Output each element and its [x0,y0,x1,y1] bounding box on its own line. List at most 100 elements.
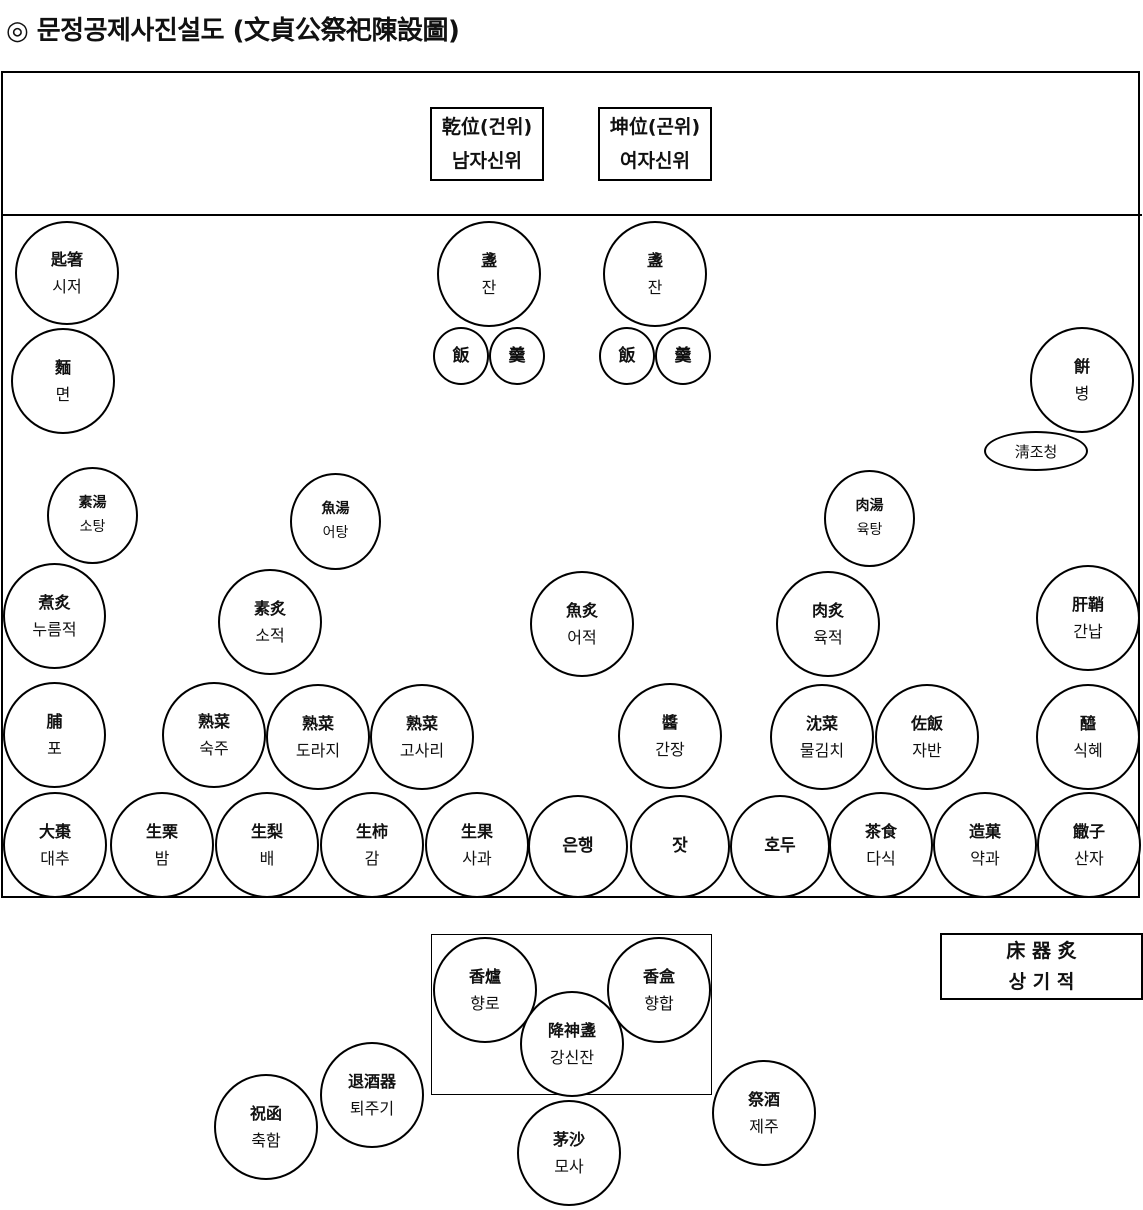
sotang-circle: 素湯 소탕 [47,467,138,564]
doraji-circle: 熟菜 도라지 [266,684,370,790]
gam-circle: 生柿 감 [320,792,424,898]
bae-korean: 배 [259,849,275,868]
sangjeokgi-hanja: 床 器 炙 [1006,940,1077,963]
ganjang-hanja: 醬 [661,712,678,732]
ban-hanja-2: 飯 [618,345,636,366]
po-korean: 포 [47,739,62,758]
sojeok-circle: 素炙 소적 [218,569,322,675]
gaeng-hanja-2: 羹 [674,345,692,366]
ban-circle-2: 飯 [599,327,655,385]
jan-korean-2: 잔 [647,278,663,297]
ganjang-korean: 간장 [655,740,685,759]
mosa-hanja: 茅沙 [552,1129,585,1149]
dasik-circle: 茶食 다식 [829,792,933,898]
ban-circle-1: 飯 [433,327,489,385]
gosari-circle: 熟菜 고사리 [370,684,474,790]
gosari-korean: 고사리 [399,741,445,760]
eunhaeng-korean: 은행 [562,836,594,857]
offering-table-outline [1,71,1140,898]
tablet-male-korean: 남자신위 [452,150,522,172]
daechu-korean: 대추 [40,849,70,868]
gam-korean: 감 [364,849,380,868]
yuktang-korean: 육탕 [856,521,883,538]
ganjang-circle: 醬 간장 [618,683,722,789]
sagwa-hanja: 生果 [460,821,493,841]
sukju-circle: 熟菜 숙주 [162,682,266,788]
mulkimchi-hanja: 沈菜 [805,713,838,733]
jan-korean-1: 잔 [481,278,497,297]
po-circle: 脯 포 [3,682,106,788]
gosari-hanja: 熟菜 [405,713,438,733]
mosa-circle: 茅沙 모사 [517,1100,621,1206]
jocheong-ellipse: 淸조청 [984,431,1088,471]
sojeok-hanja: 素炙 [253,598,286,618]
yakgwa-korean: 약과 [970,849,1000,868]
tablet-area-divider [1,214,1142,216]
sagwa-circle: 生果 사과 [425,792,529,898]
hodu-circle: 호두 [730,795,830,898]
yukjeok-circle: 肉炙 육적 [776,571,880,677]
sukju-korean: 숙주 [199,739,229,758]
jocheong-label: 淸조청 [1014,442,1058,461]
bae-hanja: 生梨 [250,821,283,841]
eotang-circle: 魚湯 어탕 [290,473,381,570]
sukju-hanja: 熟菜 [197,711,230,731]
daechu-circle: 大棗 대추 [3,792,107,898]
sijeo-circle: 匙箸 시저 [15,221,119,325]
tablet-female-korean: 여자신위 [620,150,690,172]
jat-korean: 잣 [672,836,688,857]
doraji-korean: 도라지 [295,741,341,760]
daechu-hanja: 大棗 [38,821,71,841]
sikhye-hanja: 醯 [1079,713,1096,733]
sotang-hanja: 素湯 [78,494,107,511]
tablet-female: 坤位(곤위) 여자신위 [598,107,712,181]
yuktang-circle: 肉湯 육탕 [824,470,915,567]
chukham-circle: 祝函 축함 [214,1074,318,1180]
hodu-korean: 호두 [764,836,796,857]
eojeok-hanja: 魚炙 [565,600,598,620]
hyangno-circle: 香爐 향로 [433,937,537,1043]
gangsinjan-hanja: 降神盞 [547,1020,596,1040]
bam-korean: 밤 [154,849,170,868]
jan-circle-1: 盞 잔 [437,221,541,327]
mosa-korean: 모사 [554,1157,584,1176]
bam-hanja: 生栗 [145,821,178,841]
jaban-hanja: 佐飯 [910,713,943,733]
sojeok-korean: 소적 [255,626,285,645]
sanja-circle: 饊子 산자 [1037,792,1141,898]
hyanghap-circle: 香盒 향합 [607,937,711,1043]
mulkimchi-circle: 沈菜 물김치 [770,684,874,790]
mulkimchi-korean: 물김치 [799,741,845,760]
jaban-circle: 佐飯 자반 [875,684,979,790]
gaeng-hanja-1: 羹 [508,345,526,366]
gannap-hanja: 肝鞘 [1071,594,1104,614]
toejugi-circle: 退酒器 퇴주기 [320,1042,424,1148]
hyanghap-hanja: 香盒 [642,966,675,986]
po-hanja: 脯 [46,711,63,731]
yukjeok-hanja: 肉炙 [811,600,844,620]
tablet-male-hanja: 乾位(건위) [441,115,533,138]
nureumjeok-hanja: 煮炙 [38,592,71,612]
sangjeokgi-legend: 床 器 炙 상 기 적 [940,933,1143,1000]
jan-hanja-2: 盞 [646,250,663,270]
sijeo-hanja: 匙箸 [50,249,83,269]
sijeo-korean: 시저 [52,277,82,296]
hyangno-korean: 향로 [470,994,500,1013]
hyangno-hanja: 香爐 [468,966,501,986]
eojeok-circle: 魚炙 어적 [530,571,634,677]
toejugi-korean: 퇴주기 [349,1099,395,1118]
gangsinjan-circle: 降神盞 강신잔 [520,991,624,1097]
tablet-male: 乾位(건위) 남자신위 [430,107,544,181]
eotang-hanja: 魚湯 [321,500,350,517]
sikhye-circle: 醯 식혜 [1036,684,1140,790]
gannap-korean: 간납 [1073,622,1103,641]
gangsinjan-korean: 강신잔 [549,1048,595,1067]
page-title: ◎ 문정공제사진설도 (文貞公祭祀陳設圖) [6,16,460,46]
jat-circle: 잣 [630,795,730,898]
jeju-korean: 제주 [749,1117,779,1136]
sagwa-korean: 사과 [462,849,492,868]
myeon-hanja: 麵 [54,357,71,377]
sikhye-korean: 식혜 [1073,741,1103,760]
eotang-korean: 어탕 [322,524,349,541]
sanja-hanja: 饊子 [1072,821,1105,841]
